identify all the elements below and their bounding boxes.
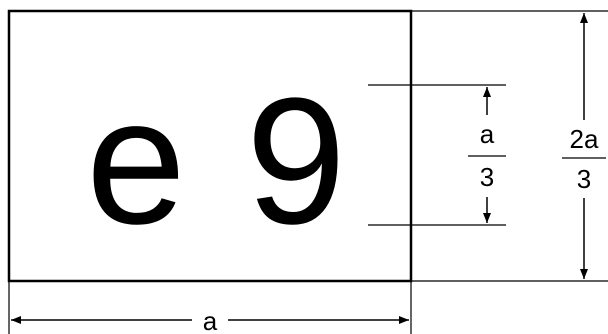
char-height-denominator: 3 bbox=[480, 162, 494, 192]
box-height-numerator: 2a bbox=[570, 124, 599, 154]
mark-digit-9: 9 bbox=[246, 61, 346, 262]
width-dim-label: a bbox=[203, 306, 218, 334]
mark-frame bbox=[7, 9, 413, 283]
box-height-denominator: 3 bbox=[577, 164, 591, 194]
mark-letter-e: e bbox=[86, 61, 186, 262]
char-height-numerator: a bbox=[480, 119, 495, 149]
